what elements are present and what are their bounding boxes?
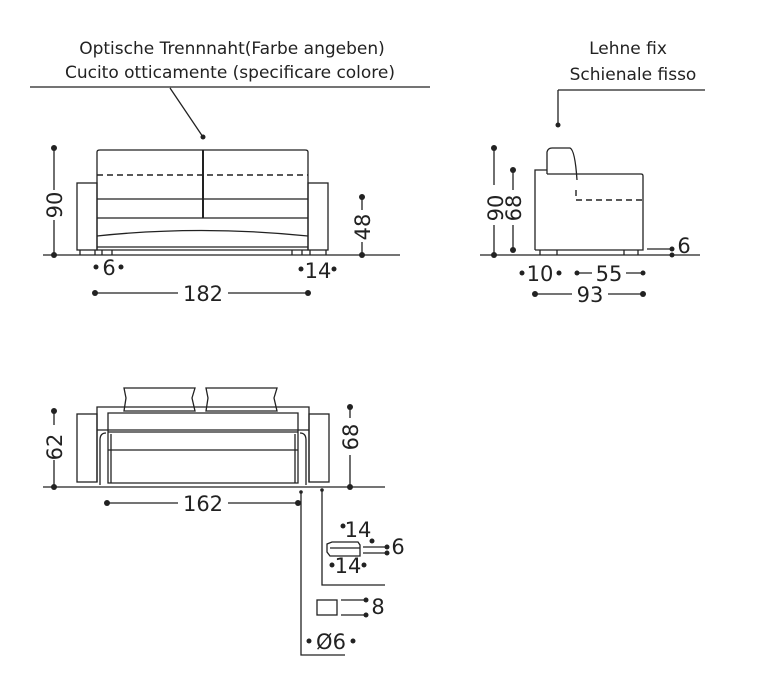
front-view: 90 48 6 14 182 bbox=[43, 145, 400, 306]
back-label-it: Schienale fisso bbox=[570, 65, 697, 85]
side-depth-dim: 93 bbox=[577, 283, 604, 307]
seam-label-it: Cucito otticamente (specificare colore) bbox=[65, 63, 395, 83]
bed-height2-dim: 68 bbox=[339, 424, 363, 451]
back-label-de: Lehne fix bbox=[589, 39, 667, 59]
bed-view: 62 68 162 14 14 6 8 Ø6 bbox=[43, 387, 405, 656]
back-leader bbox=[557, 89, 705, 125]
side-view: 90 68 6 10 55 93 bbox=[480, 145, 700, 307]
foot-width2-dim: 14 bbox=[335, 554, 362, 578]
seat-height-dim: 48 bbox=[351, 214, 375, 241]
foot-width-dim: 14 bbox=[305, 259, 332, 283]
leg-height-dim: 8 bbox=[371, 595, 384, 619]
foot-side-dim: 6 bbox=[102, 256, 115, 280]
leg-diameter-dim: Ø6 bbox=[316, 630, 346, 654]
foot-width1-dim: 14 bbox=[345, 518, 372, 542]
bed-height-dim: 62 bbox=[43, 434, 67, 461]
arm-height-dim: 68 bbox=[502, 195, 526, 222]
seam-leader bbox=[30, 86, 430, 138]
side-height-dim: 90 bbox=[484, 195, 508, 222]
front-width-dim: 182 bbox=[183, 282, 223, 306]
front-height-dim: 90 bbox=[43, 192, 67, 219]
back-depth-dim: 10 bbox=[527, 262, 554, 286]
clearance-dim: 6 bbox=[677, 234, 690, 258]
foot-height-dim: 6 bbox=[391, 535, 404, 559]
seam-label-de: Optische Trennnaht(Farbe angeben) bbox=[79, 39, 385, 59]
bed-width-dim: 162 bbox=[183, 492, 223, 516]
seat-depth-dim: 55 bbox=[596, 262, 623, 286]
